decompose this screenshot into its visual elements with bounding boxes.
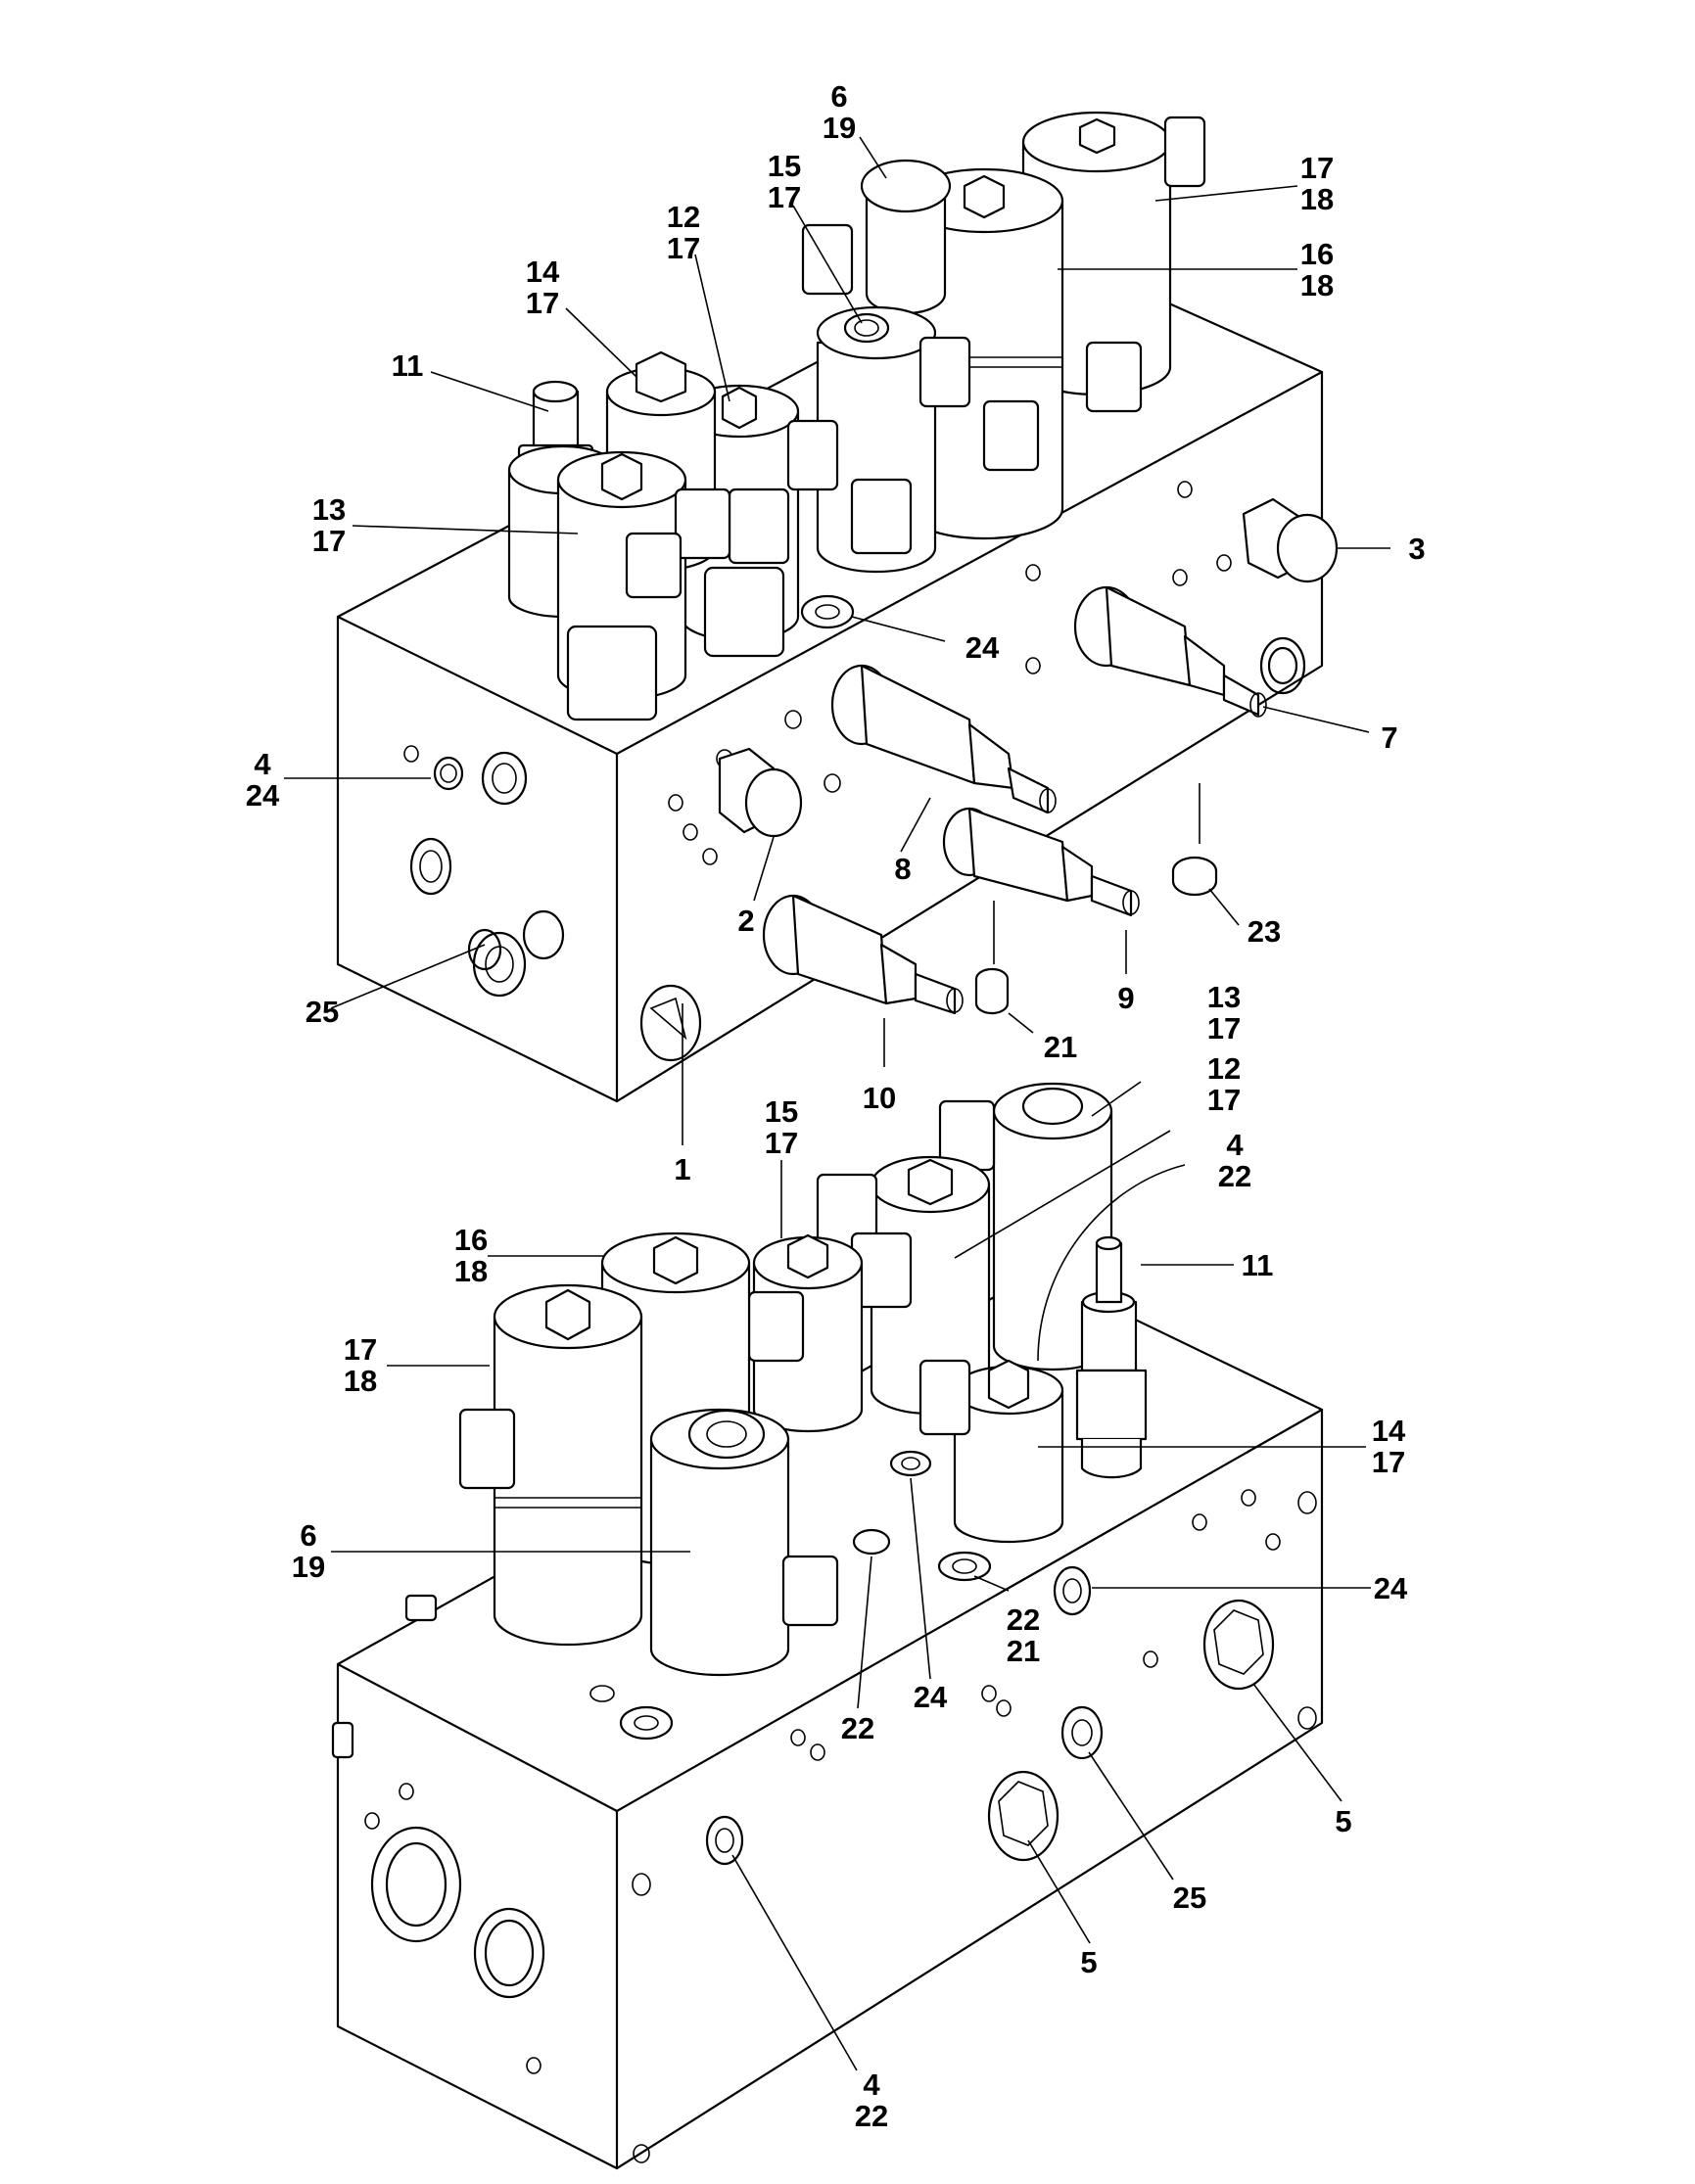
callout-lower-24-right: 24: [1374, 1571, 1408, 1605]
callout-upper-17-18-b: 18: [1300, 182, 1334, 216]
lower-block-front-face: [615, 1408, 1324, 2170]
callout-upper-4-24-b: 24: [246, 778, 280, 813]
callout-lower-12-17-a: 12: [1207, 1051, 1241, 1086]
callout-lower-17-18-b: 18: [344, 1364, 377, 1398]
callout-upper-21: 21: [1044, 1030, 1077, 1064]
callout-upper-15-17-b: 17: [768, 180, 801, 214]
plug-part-23: [1171, 856, 1218, 897]
callout-upper-8: 8: [894, 852, 911, 886]
seal-part-24: [800, 594, 855, 629]
callout-upper-3: 3: [1408, 532, 1425, 566]
callout-lower-17-18-a: 17: [344, 1332, 377, 1367]
lower-left-face-ports: [364, 1783, 650, 2163]
plug-part-2: [718, 747, 803, 838]
cartridge-valve-part-7: [1073, 585, 1267, 718]
upper-manifold: [336, 111, 1339, 1103]
callout-upper-2: 2: [737, 904, 754, 938]
callout-upper-4-24-a: 4: [254, 747, 271, 781]
callout-lower-16-18-a: 16: [454, 1223, 488, 1257]
callout-lower-22-21-b: 21: [1007, 1634, 1040, 1668]
callout-lower-11: 11: [1242, 1248, 1274, 1282]
upper-front-face-ports: [639, 481, 1306, 1062]
callout-upper-17-18-a: 17: [1300, 151, 1334, 185]
callout-upper-6-19-b: 19: [823, 111, 856, 145]
callout-upper-12-17-a: 12: [667, 200, 700, 234]
callout-lower-16-18-b: 18: [454, 1254, 488, 1288]
callout-lower-4-22-bottom-a: 4: [863, 2068, 880, 2102]
callout-labels: 6 19 15 17 12 17 14 17 17 18 16 18 11 13…: [246, 79, 1426, 2133]
lower-top-face-ports: [589, 1450, 992, 1741]
plug-part-3: [1242, 497, 1339, 583]
lower-front-face-ports: [632, 1489, 1317, 1896]
callout-upper-1: 1: [674, 1152, 690, 1186]
callout-lower-4-22-bottom-b: 22: [855, 2099, 888, 2133]
cartridge-valve-part-10: [762, 894, 964, 1015]
callout-upper-24: 24: [965, 630, 1000, 665]
callout-upper-16-18-b: 18: [1300, 268, 1334, 302]
callout-lower-22: 22: [841, 1711, 874, 1745]
callout-lower-13-17-a: 13: [1207, 980, 1241, 1014]
callout-lower-6-19-a: 6: [300, 1518, 316, 1553]
callout-upper-25: 25: [306, 995, 339, 1029]
callout-lower-25: 25: [1173, 1881, 1206, 1915]
callout-upper-23: 23: [1248, 914, 1281, 949]
callout-upper-12-17-b: 17: [667, 231, 700, 265]
callout-upper-11: 11: [392, 349, 424, 383]
callout-lower-15-17-a: 15: [765, 1094, 798, 1129]
leader-lines: [284, 136, 1390, 2071]
callout-upper-14-17-a: 14: [526, 255, 560, 289]
cartridge-valve-part-9: [942, 807, 1140, 917]
plug-part-21: [974, 967, 1010, 1015]
callout-lower-6-19-b: 19: [292, 1550, 325, 1584]
upper-solenoid-stack: [507, 111, 1206, 721]
callout-lower-4-22-a: 4: [1226, 1128, 1244, 1162]
callout-lower-24-center: 24: [914, 1680, 948, 1714]
callout-upper-13-17-b: 17: [312, 524, 346, 558]
callout-upper-15-17-a: 15: [768, 149, 801, 183]
callout-lower-5-left: 5: [1080, 1945, 1097, 1979]
callout-upper-10: 10: [863, 1081, 896, 1115]
lower-manifold: [331, 1082, 1324, 2170]
callout-upper-14-17-b: 17: [526, 286, 559, 320]
cartridge-valve-part-8: [830, 664, 1057, 814]
callout-lower-14-17-b: 17: [1372, 1445, 1405, 1479]
callout-upper-16-18-a: 16: [1300, 237, 1334, 271]
callout-lower-5-right: 5: [1335, 1804, 1351, 1838]
lower-solenoid-stack: [331, 1082, 1148, 1759]
upper-left-face-ports: [403, 745, 565, 998]
callout-upper-13-17-a: 13: [312, 492, 346, 527]
callout-lower-12-17-b: 17: [1207, 1083, 1241, 1117]
callout-lower-22-21-a: 22: [1007, 1603, 1040, 1637]
callout-lower-15-17-b: 17: [765, 1126, 798, 1160]
callout-upper-6-19-a: 6: [830, 79, 847, 114]
callout-upper-7: 7: [1381, 720, 1397, 755]
callout-lower-13-17-b: 17: [1207, 1011, 1241, 1046]
callout-upper-9: 9: [1117, 981, 1134, 1015]
callout-lower-4-22-b: 22: [1218, 1159, 1251, 1193]
callout-lower-14-17-a: 14: [1372, 1414, 1406, 1448]
